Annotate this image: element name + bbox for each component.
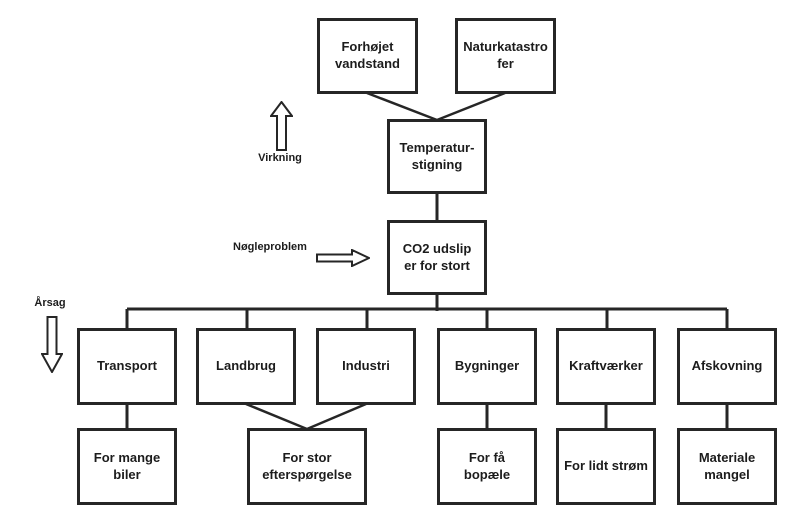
- node-materiale-mangel: Materiale mangel: [677, 428, 777, 505]
- node-transport: Transport: [77, 328, 177, 405]
- node-for-lidt-stroem: For lidt strøm: [556, 428, 656, 505]
- node-kraftvaerker: Kraftværker: [556, 328, 656, 405]
- edge-industri-to-efterspoergelse: [306, 402, 367, 431]
- down-block-arrow-icon: [40, 316, 64, 375]
- node-afskovning: Afskovning: [677, 328, 777, 405]
- node-industri: Industri: [316, 328, 416, 405]
- node-co2-udslip: CO2 udslip er for stort: [387, 220, 487, 295]
- node-bygninger: Bygninger: [437, 328, 537, 405]
- node-naturkatastrofer: Naturkatastro fer: [455, 18, 556, 94]
- node-for-faa-bopaele: For få bopæle: [437, 428, 537, 505]
- cause-label: Årsag: [34, 297, 66, 309]
- node-for-mange-biler: For mange biler: [77, 428, 177, 505]
- edge-forhoejet-to-temperatur: [366, 91, 438, 122]
- key-problem-label: Nøgleproblem: [233, 241, 307, 253]
- edge-landbrug-to-efterspoergelse: [245, 402, 308, 431]
- up-block-arrow-icon: [269, 100, 294, 151]
- node-temperaturstigning: Temperatur- stigning: [387, 119, 487, 194]
- node-for-stor-efterspoergelse: For stor efterspørgelse: [247, 428, 367, 505]
- effect-label: Virkning: [258, 152, 302, 164]
- node-forhoejet-vandstand: Forhøjet vandstand: [317, 18, 418, 94]
- edge-naturkatastrofer-to-temperatur: [436, 91, 506, 122]
- node-landbrug: Landbrug: [196, 328, 296, 405]
- right-block-arrow-icon: [316, 248, 372, 268]
